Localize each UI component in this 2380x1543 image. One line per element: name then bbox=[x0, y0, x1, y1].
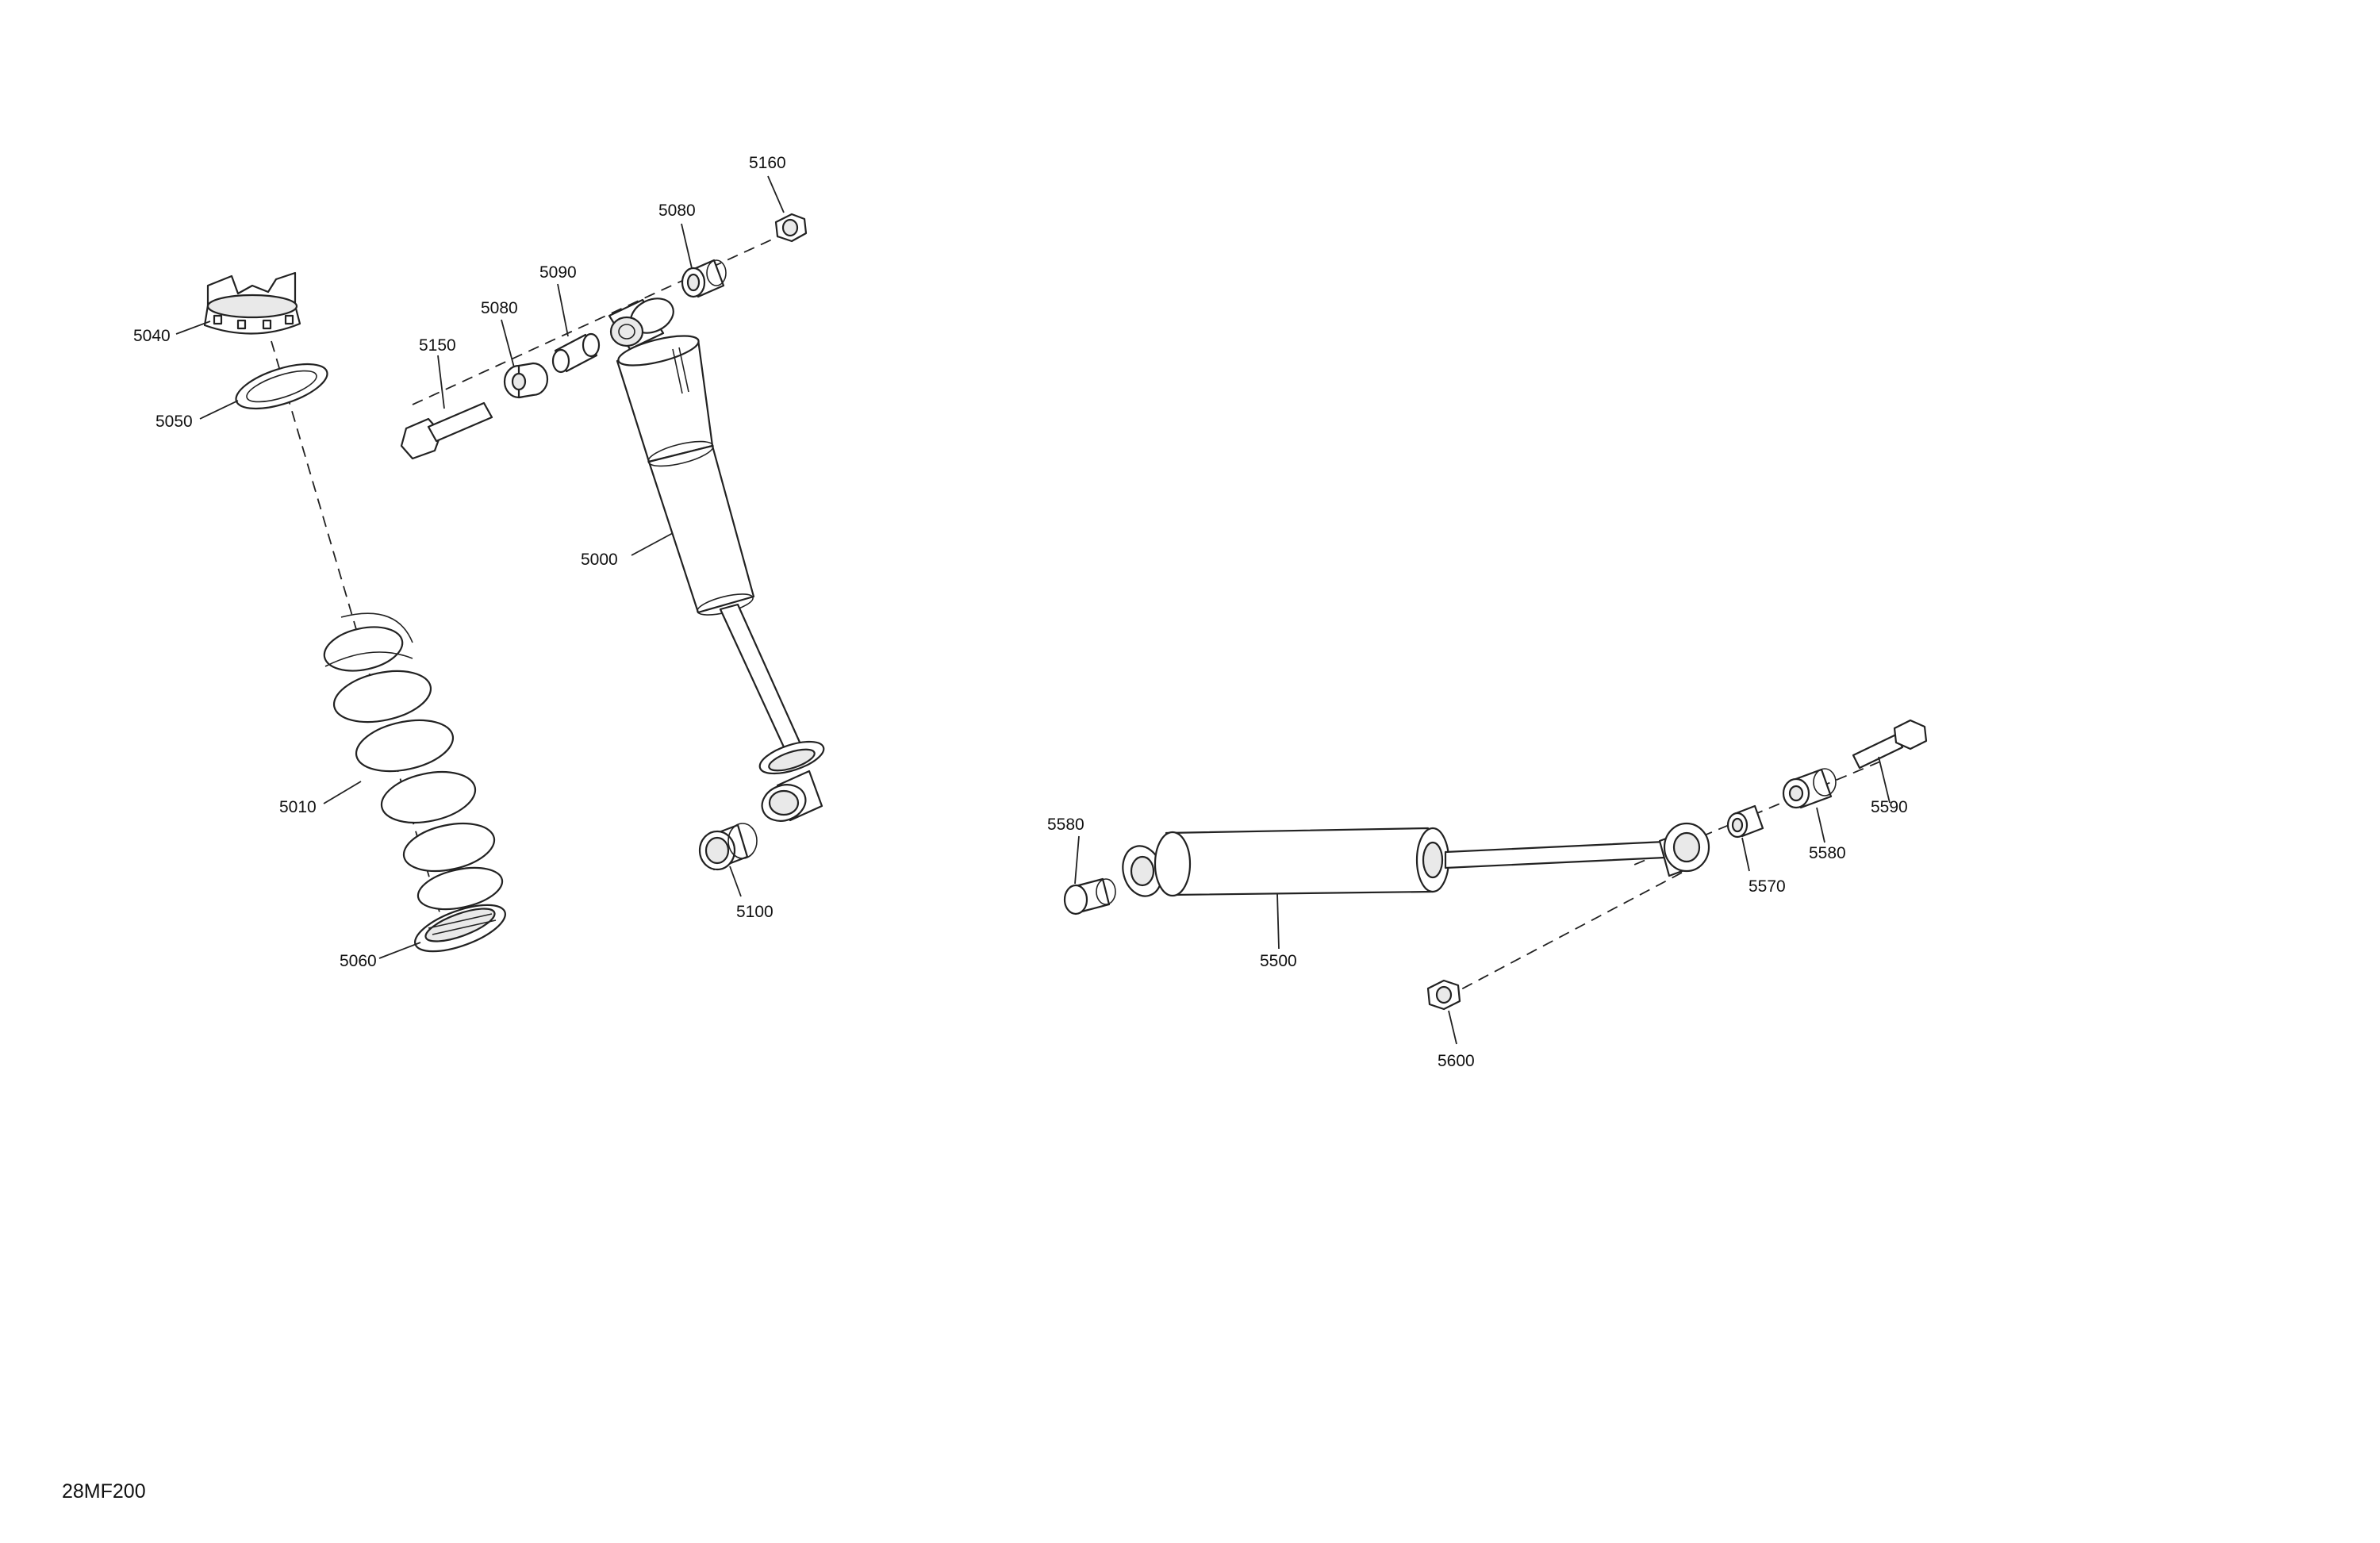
nut-5600[interactable] bbox=[1426, 979, 1461, 1011]
steering-damper-5500[interactable] bbox=[1118, 822, 1710, 900]
bushing-5580-left[interactable] bbox=[1063, 877, 1116, 915]
lower-bushing-5100[interactable] bbox=[698, 823, 758, 871]
callout-5050[interactable]: 5050 bbox=[155, 413, 193, 431]
callout-5080-left[interactable]: 5080 bbox=[481, 299, 518, 317]
coil-spring-5010[interactable] bbox=[321, 612, 506, 915]
callout-5590[interactable]: 5590 bbox=[1871, 798, 1908, 816]
sleeve-5090[interactable] bbox=[551, 332, 601, 374]
callout-5160[interactable]: 5160 bbox=[749, 154, 786, 172]
spring-retainer-5040[interactable] bbox=[203, 271, 301, 335]
callout-5010[interactable]: 5010 bbox=[279, 798, 317, 816]
bolt-5590[interactable] bbox=[1852, 719, 1928, 770]
spacer-ring-5050[interactable] bbox=[231, 355, 332, 418]
leader-lines bbox=[175, 175, 1891, 1045]
callout-5500[interactable]: 5500 bbox=[1260, 952, 1297, 970]
callout-5150[interactable]: 5150 bbox=[419, 336, 456, 355]
callout-5580-left[interactable]: 5580 bbox=[1047, 816, 1084, 834]
callout-5100[interactable]: 5100 bbox=[736, 903, 774, 921]
bolt-5150[interactable] bbox=[400, 401, 493, 460]
callout-5060[interactable]: 5060 bbox=[340, 952, 377, 970]
callout-5570[interactable]: 5570 bbox=[1749, 877, 1786, 896]
shock-absorber-5000[interactable] bbox=[608, 292, 827, 827]
callout-5080-right[interactable]: 5080 bbox=[658, 202, 696, 220]
callout-5000[interactable]: 5000 bbox=[581, 551, 618, 569]
bushing-5080-right[interactable] bbox=[681, 259, 727, 298]
callout-5090[interactable]: 5090 bbox=[539, 263, 577, 282]
callout-5040[interactable]: 5040 bbox=[133, 327, 171, 345]
callout-5580-right[interactable]: 5580 bbox=[1809, 844, 1846, 862]
sleeve-5570[interactable] bbox=[1726, 804, 1764, 839]
nut-5160[interactable] bbox=[774, 213, 808, 243]
bushing-5580-right[interactable] bbox=[1782, 768, 1837, 809]
bushing-5080-left[interactable] bbox=[503, 362, 549, 399]
callout-5600[interactable]: 5600 bbox=[1438, 1052, 1475, 1070]
callouts: 5040 5050 5010 5060 5150 5080 5090 5000 … bbox=[133, 154, 1908, 1070]
figure-code: 28MF200 bbox=[62, 1480, 146, 1503]
